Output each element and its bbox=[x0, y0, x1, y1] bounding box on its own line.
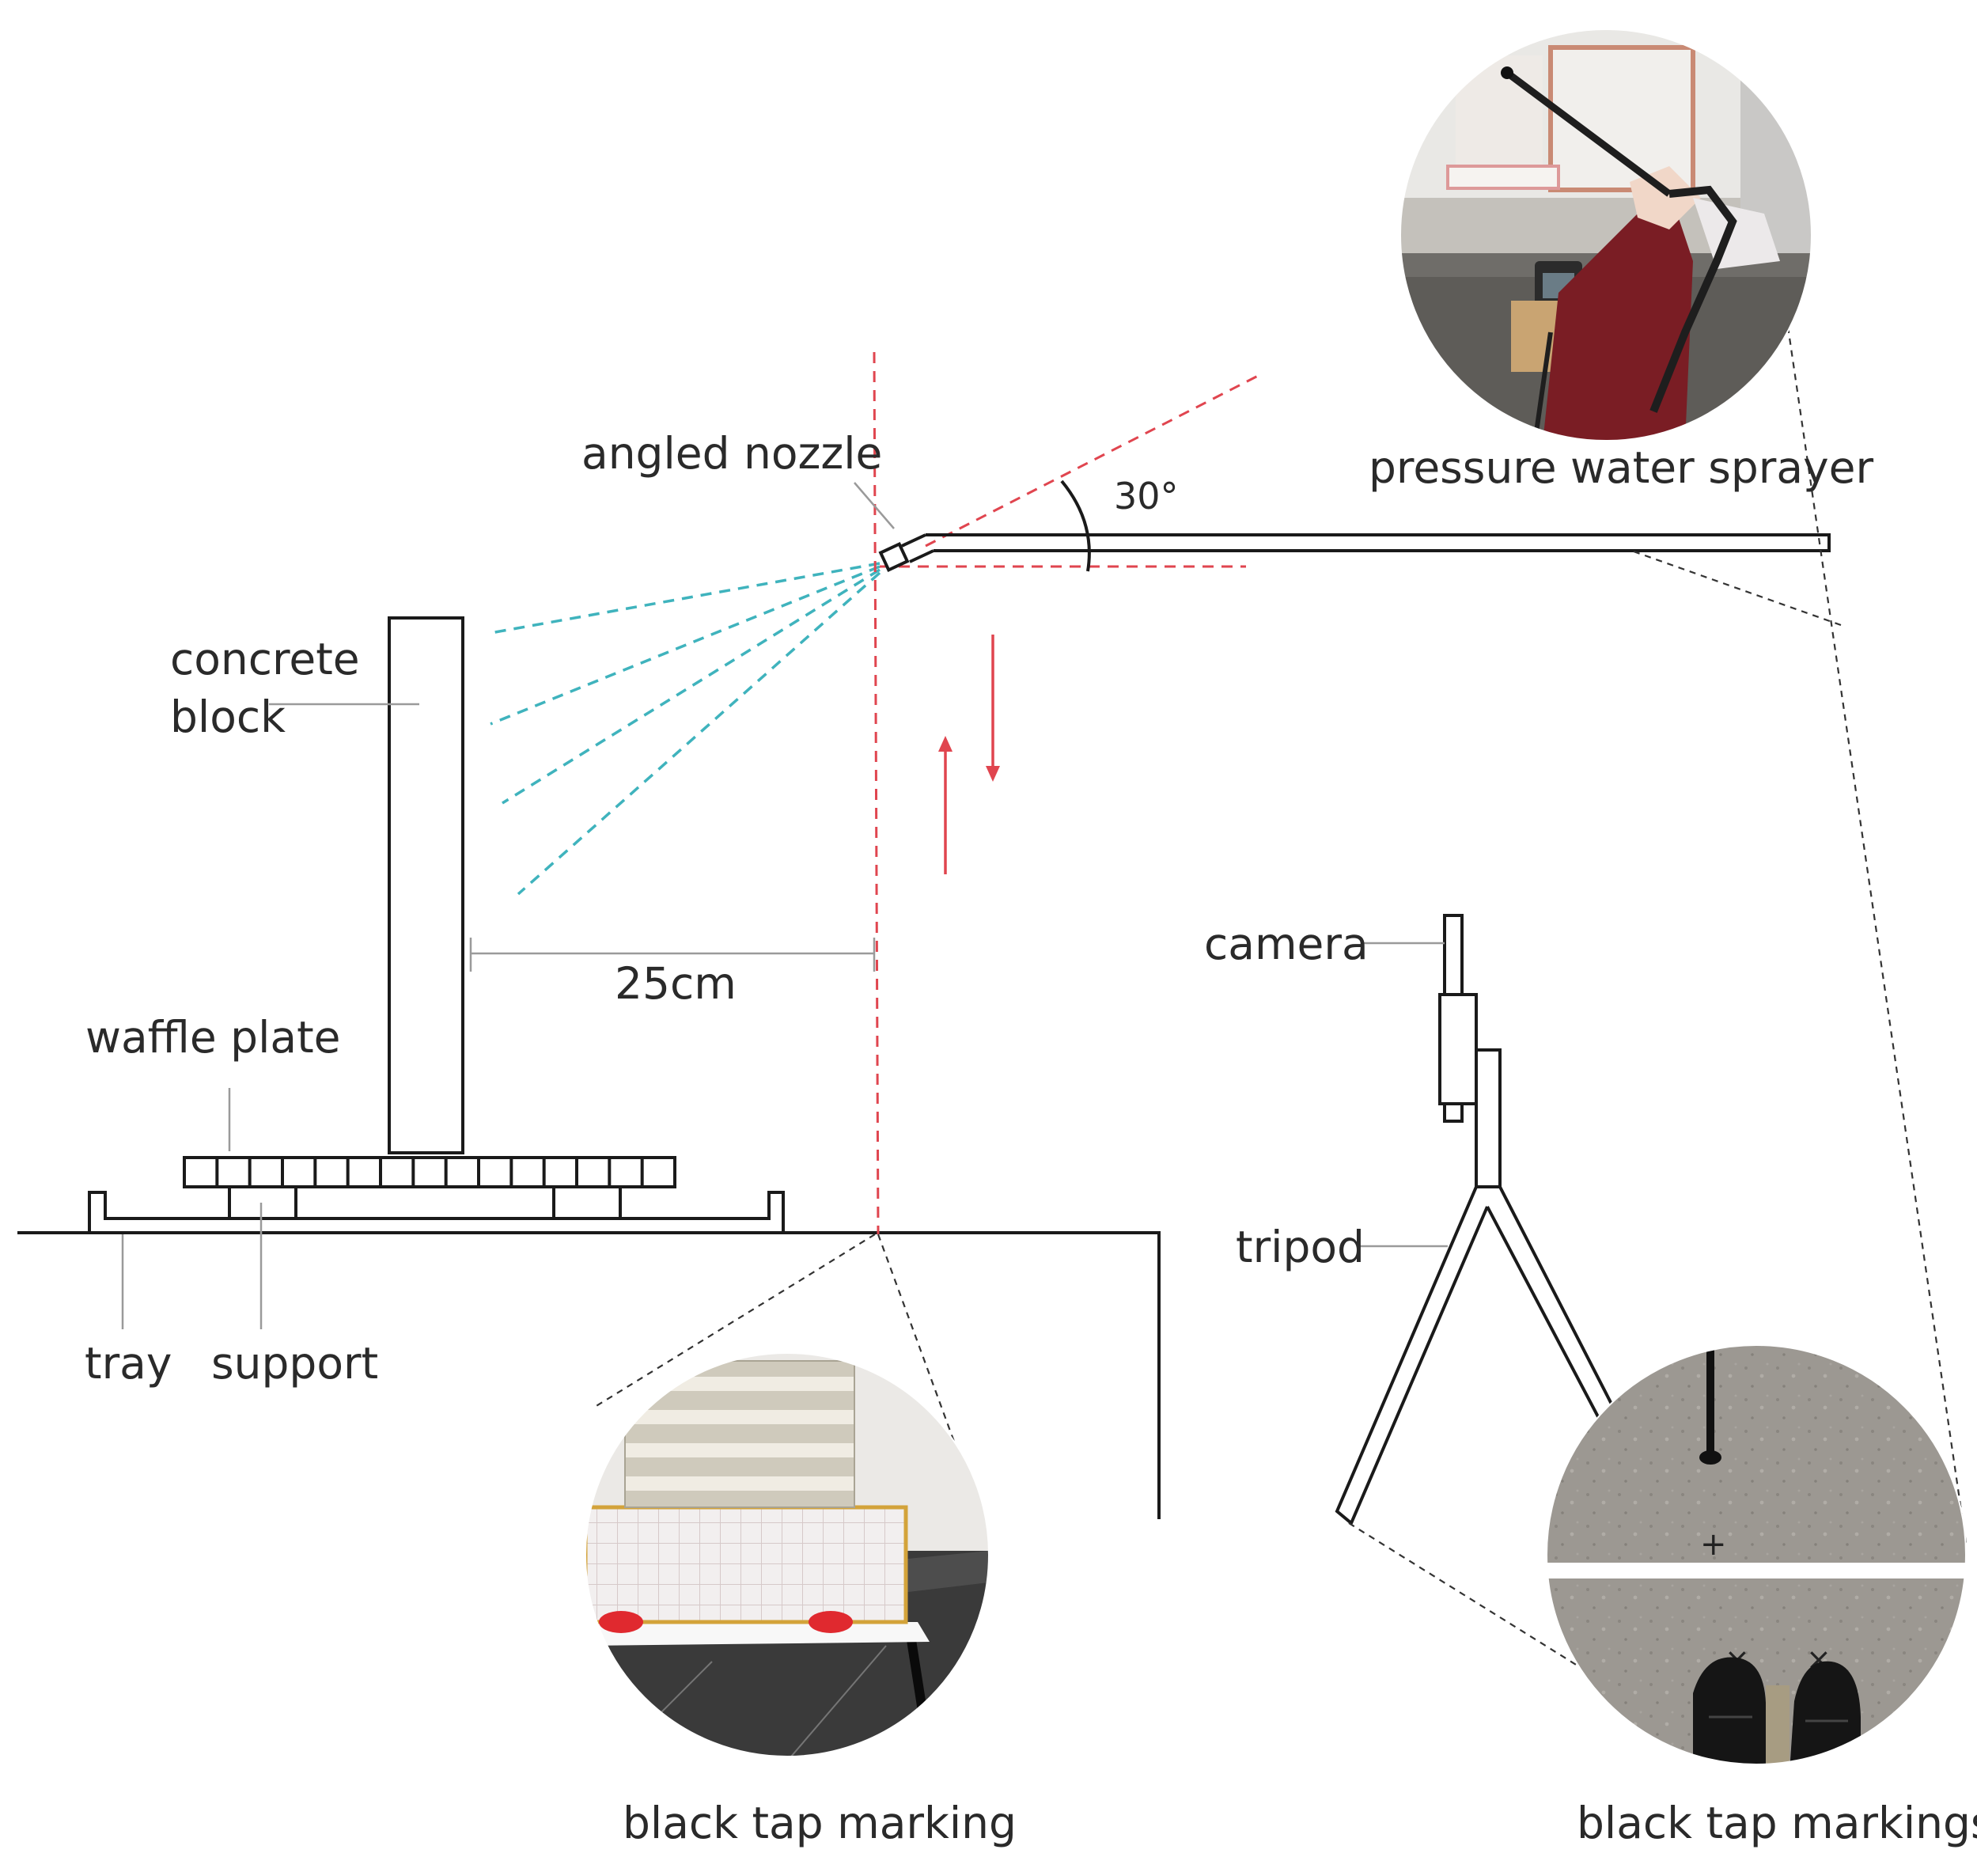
label-tripod: tripod bbox=[1236, 1222, 1365, 1272]
label-tray: tray bbox=[85, 1338, 172, 1389]
movement-arrows bbox=[938, 635, 1000, 874]
support bbox=[228, 1185, 622, 1220]
distance-label: 25cm bbox=[615, 958, 737, 1009]
waffle-plate bbox=[183, 1156, 676, 1188]
label-pressure-water-sprayer: pressure water sprayer bbox=[1369, 442, 1874, 493]
label-angled-nozzle: angled nozzle bbox=[581, 428, 882, 479]
text-labels: angled nozzle pressure water sprayer con… bbox=[85, 428, 1977, 1848]
angle-label: 30° bbox=[1114, 475, 1179, 517]
concrete-block bbox=[388, 616, 464, 1154]
concrete-sample bbox=[624, 1360, 855, 1508]
photo-sprayer bbox=[1400, 29, 1812, 441]
label-waffle-plate: waffle plate bbox=[85, 1012, 340, 1063]
tripod-mark-icon: + bbox=[1700, 1526, 1727, 1563]
photo-tray bbox=[585, 1353, 989, 1757]
camera bbox=[1438, 914, 1478, 1123]
label-support: support bbox=[211, 1338, 378, 1389]
photo-floor-markings: + × × bbox=[1547, 1345, 1966, 1764]
label-block: block bbox=[170, 692, 286, 742]
label-camera: camera bbox=[1204, 919, 1369, 969]
tray bbox=[88, 1191, 785, 1234]
water-spray-lines bbox=[490, 562, 881, 896]
label-concrete: concrete bbox=[170, 634, 360, 684]
tripod bbox=[1335, 1048, 1619, 1526]
distance-dimension bbox=[469, 938, 876, 972]
label-black-tap-markings: black tap markings bbox=[1577, 1798, 1977, 1848]
waffle-plate-outline bbox=[183, 1156, 676, 1188]
angle-arc bbox=[1060, 479, 1091, 572]
leader-lines bbox=[121, 482, 1448, 1329]
nozzle-icon bbox=[878, 541, 910, 573]
sprayer-wand bbox=[878, 533, 1831, 573]
label-black-tap-marking: black tap marking bbox=[623, 1798, 1017, 1848]
nozzle-reference-lines bbox=[873, 351, 1260, 1235]
table-outline bbox=[17, 1231, 1161, 1519]
